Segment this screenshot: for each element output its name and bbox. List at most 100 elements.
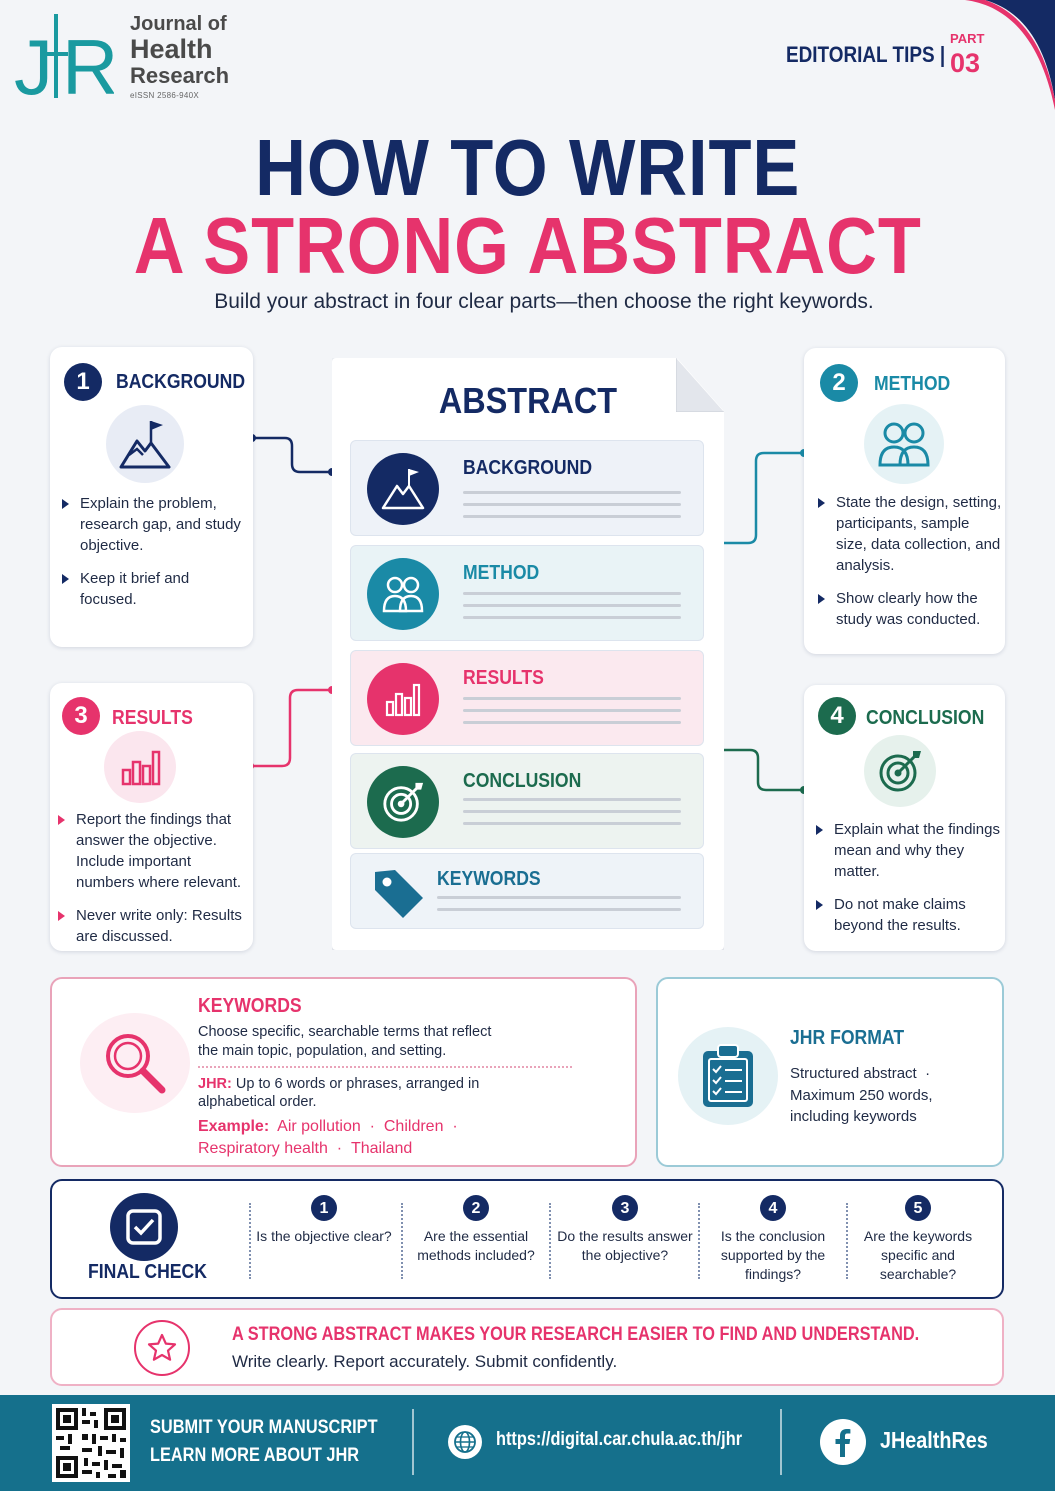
editorial-tips-label: EDITORIAL TIPS |: [786, 42, 946, 67]
placeholder-line: [463, 822, 681, 825]
background-card-title: BACKGROUND: [116, 371, 246, 393]
mountain-flag-icon: [367, 453, 439, 525]
page-title-line2: A STRONG ABSTRACT: [133, 201, 922, 290]
jhr-format-box: JHR FORMAT Structured abstract · Maximum…: [656, 977, 1004, 1167]
clipboard-checklist-icon: [678, 1027, 778, 1125]
page-fold-icon: [676, 358, 724, 412]
placeholder-line: [437, 896, 681, 899]
placeholder-line: [463, 697, 681, 700]
corner-decoration: [965, 0, 1055, 110]
bullet: Show clearly how the study was conducted…: [816, 588, 1002, 630]
jhr-format-title: JHR FORMAT: [790, 1027, 905, 1049]
bullet: Explain the problem, research gap, and s…: [60, 493, 245, 556]
example-keyword: Air pollution: [277, 1118, 361, 1135]
placeholder-line: [463, 810, 681, 813]
section-label: KEYWORDS: [437, 868, 541, 890]
conclusion-card: 4 CONCLUSION Explain what the findings m…: [804, 685, 1005, 951]
final-check-title: FINAL CHECK: [88, 1261, 207, 1283]
abstract-section-method: METHOD: [350, 545, 704, 641]
dotted-divider: [198, 1066, 572, 1068]
target-icon: [864, 735, 936, 807]
method-bullets: State the design, setting, participants,…: [816, 492, 1002, 642]
results-card: 3 RESULTS Report the findings that answe…: [50, 683, 253, 951]
placeholder-line: [463, 798, 681, 801]
keywords-title: KEYWORDS: [198, 995, 302, 1017]
badge-3: 3: [62, 697, 100, 735]
jhr-format-text: Structured abstract · Maximum 250 words,…: [790, 1065, 933, 1125]
closing-tagline: Write clearly. Report accurately. Submit…: [232, 1352, 618, 1371]
bar-chart-icon: [104, 731, 176, 803]
example-keyword: Respiratory health: [198, 1140, 328, 1157]
learn-more-link[interactable]: LEARN MORE ABOUT JHR: [150, 1445, 360, 1466]
abstract-section-background: BACKGROUND: [350, 440, 704, 536]
people-icon: [864, 404, 944, 484]
example-keyword: Thailand: [350, 1140, 413, 1157]
conclusion-card-title: CONCLUSION: [866, 707, 985, 729]
method-card: 2 METHOD State the design, setting, part…: [804, 348, 1005, 654]
badge-2: 2: [820, 364, 858, 402]
abstract-section-conclusion: CONCLUSION: [350, 753, 704, 849]
results-card-title: RESULTS: [112, 707, 193, 729]
placeholder-line: [463, 604, 681, 607]
jhr-rule: JHR: Up to 6 words or phrases, arranged …: [198, 1076, 480, 1110]
keywords-example: Example: Air pollution · Children ·Respi…: [198, 1118, 458, 1157]
placeholder-line: [463, 515, 681, 518]
bar-chart-icon: [367, 663, 439, 735]
bullet: Keep it brief and focused.: [60, 568, 245, 610]
badge-1: 1: [64, 363, 102, 401]
people-icon: [367, 558, 439, 630]
placeholder-line: [463, 721, 681, 724]
footer-divider: [412, 1409, 414, 1475]
separator: [401, 1203, 403, 1279]
placeholder-line: [463, 491, 681, 494]
keywords-description: Choose specific, searchable terms that r…: [198, 1024, 492, 1059]
separator: [846, 1203, 848, 1279]
closing-headline: A STRONG ABSTRACT MAKES YOUR RESEARCH EA…: [232, 1324, 920, 1345]
placeholder-line: [463, 592, 681, 595]
closing-statement-box: A STRONG ABSTRACT MAKES YOUR RESEARCH EA…: [50, 1308, 1004, 1386]
separator: [698, 1203, 700, 1279]
method-card-title: METHOD: [874, 373, 951, 395]
part-number: 03: [950, 48, 981, 78]
checkbox-icon: [110, 1193, 178, 1261]
tag-icon: [375, 870, 423, 918]
background-card: 1 BACKGROUND Explain the problem, resear…: [50, 347, 253, 647]
website-link[interactable]: https://digital.car.chula.ac.th/jhr: [496, 1429, 743, 1450]
svg-text:J: J: [14, 23, 53, 102]
facebook-icon[interactable]: [820, 1419, 866, 1465]
journal-name: Journal of Health Research eISSN 2586-94…: [130, 14, 229, 100]
logo-line3: Research: [130, 63, 230, 88]
bullet: Report the findings that answer the obje…: [56, 809, 250, 893]
bullet: Explain what the findings mean and why t…: [814, 819, 1002, 882]
section-label: BACKGROUND: [463, 457, 593, 479]
example-keyword: Children: [383, 1118, 444, 1135]
abstract-section-keywords: KEYWORDS: [350, 853, 704, 929]
keywords-box: KEYWORDS Choose specific, searchable ter…: [50, 977, 637, 1167]
footer-divider: [780, 1409, 782, 1475]
logo-line1: Journal of: [130, 13, 227, 35]
placeholder-line: [463, 503, 681, 506]
separator: [549, 1203, 551, 1279]
issn: eISSN 2586-940X: [130, 91, 199, 100]
background-bullets: Explain the problem, research gap, and s…: [60, 493, 245, 622]
qr-code-icon[interactable]: [52, 1404, 130, 1482]
abstract-section-results: RESULTS: [350, 650, 704, 746]
separator: [249, 1203, 251, 1279]
footer: SUBMIT YOUR MANUSCRIPT LEARN MORE ABOUT …: [0, 1395, 1055, 1491]
placeholder-line: [463, 616, 681, 619]
bullet: Do not make claims beyond the results.: [814, 894, 1002, 936]
section-label: RESULTS: [463, 667, 544, 689]
placeholder-line: [437, 908, 681, 911]
section-label: METHOD: [463, 562, 540, 584]
abstract-title: ABSTRACT: [438, 380, 618, 421]
placeholder-line: [463, 709, 681, 712]
mountain-flag-icon: [106, 405, 184, 483]
logo-line2: Health: [130, 34, 213, 64]
submit-manuscript-link[interactable]: SUBMIT YOUR MANUSCRIPT: [150, 1417, 378, 1438]
bullet: Never write only: Results are discussed.: [56, 905, 250, 947]
section-label: CONCLUSION: [463, 770, 582, 792]
facebook-handle[interactable]: JHealthRes: [880, 1427, 988, 1453]
